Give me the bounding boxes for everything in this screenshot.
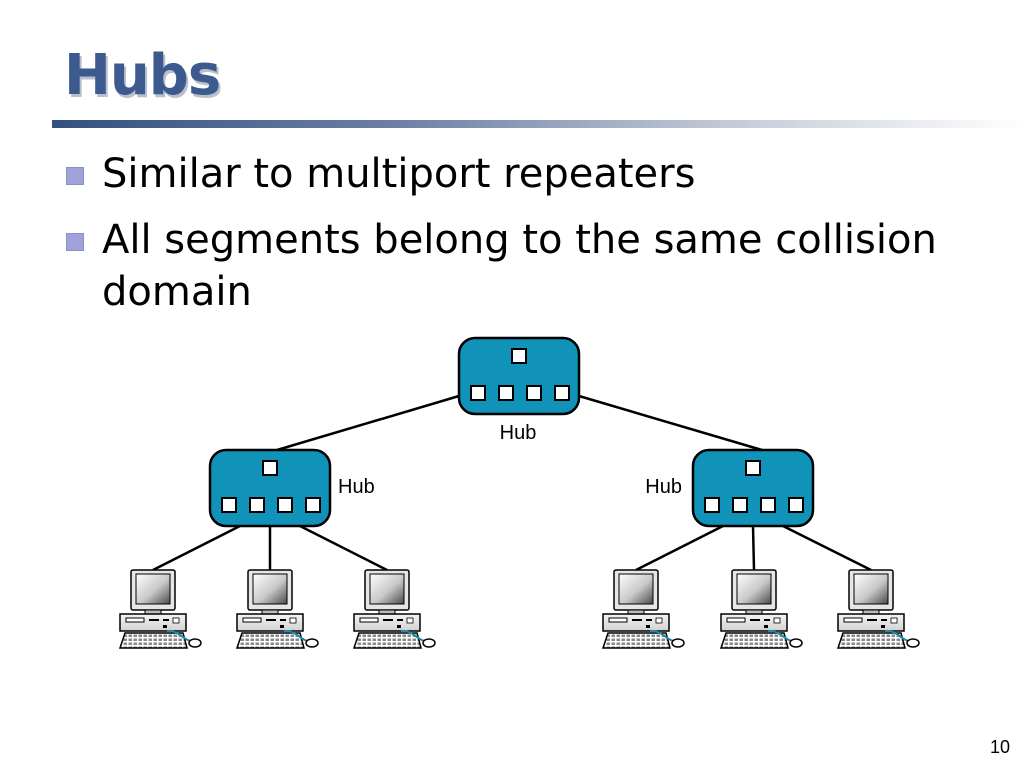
hub-icon bbox=[691, 448, 815, 528]
hub-body bbox=[691, 448, 815, 528]
slide-title: Hubs bbox=[64, 43, 221, 108]
computer-icon bbox=[837, 569, 920, 649]
network-link bbox=[152, 524, 241, 572]
network-link bbox=[299, 524, 388, 572]
network-link bbox=[276, 394, 460, 452]
hub-port bbox=[526, 385, 542, 401]
network-link bbox=[578, 394, 763, 452]
network-links bbox=[152, 394, 872, 572]
hub-uplink-port bbox=[511, 348, 527, 364]
bullet-text: All segments belong to the same collisio… bbox=[102, 217, 937, 315]
hub-body bbox=[457, 336, 581, 416]
hub-port bbox=[277, 497, 293, 513]
computers-group bbox=[119, 569, 920, 649]
hub-label: Hub bbox=[338, 476, 375, 498]
hub-port bbox=[732, 497, 748, 513]
computer-icon bbox=[720, 569, 803, 649]
hub-uplink-port bbox=[262, 460, 278, 476]
network-link bbox=[751, 525, 756, 571]
bullet-list: Similar to multiport repeaters All segme… bbox=[64, 148, 964, 332]
computer-icon bbox=[236, 569, 319, 649]
hub-icon bbox=[208, 448, 332, 528]
hub-port bbox=[470, 385, 486, 401]
square-bullet-icon bbox=[66, 167, 84, 185]
hub-port bbox=[498, 385, 514, 401]
hub-icon bbox=[457, 336, 581, 416]
bullet-item: Similar to multiport repeaters bbox=[64, 148, 964, 200]
hub-label: Hub bbox=[645, 476, 682, 498]
hub-port bbox=[554, 385, 570, 401]
hub-port bbox=[249, 497, 265, 513]
page-number: 10 bbox=[989, 737, 1010, 757]
computer-icon bbox=[353, 569, 436, 649]
hub-port bbox=[760, 497, 776, 513]
hub-port bbox=[221, 497, 237, 513]
hub-label: Hub bbox=[500, 422, 537, 444]
hub-port bbox=[305, 497, 321, 513]
hub-body bbox=[208, 448, 332, 528]
title-underline bbox=[52, 120, 1024, 128]
hub-port bbox=[788, 497, 804, 513]
network-link bbox=[782, 524, 872, 572]
bullet-text: Similar to multiport repeaters bbox=[102, 151, 696, 197]
hub-port bbox=[704, 497, 720, 513]
hub-uplink-port bbox=[745, 460, 761, 476]
bullet-item: All segments belong to the same collisio… bbox=[64, 214, 964, 318]
computer-icon bbox=[602, 569, 685, 649]
computer-icon bbox=[119, 569, 202, 649]
square-bullet-icon bbox=[66, 233, 84, 251]
network-link bbox=[635, 524, 724, 572]
